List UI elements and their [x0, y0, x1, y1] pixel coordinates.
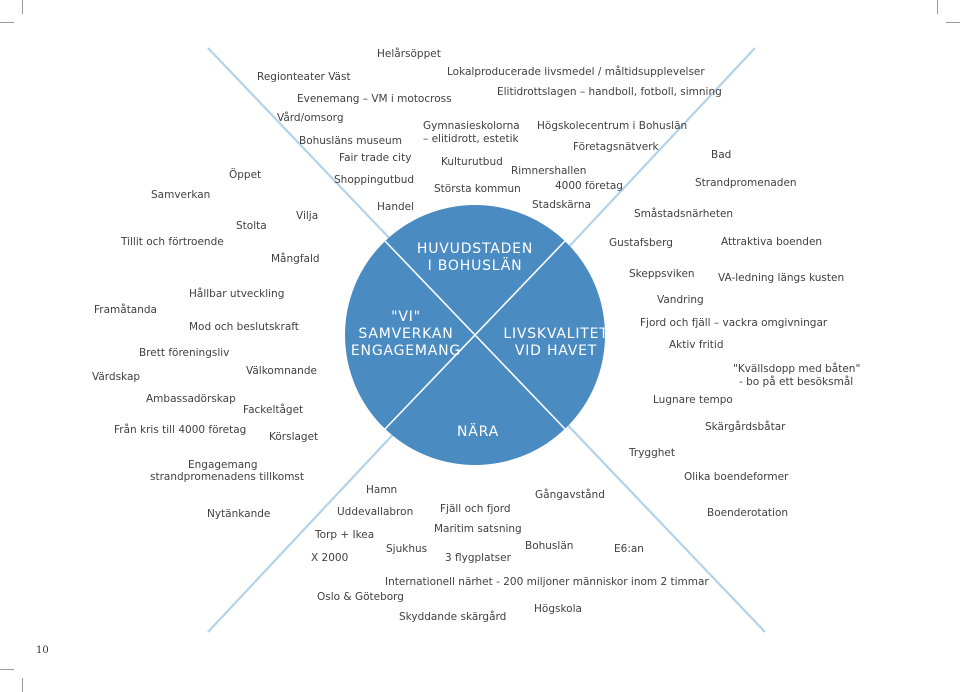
corner-mark-bl-v [22, 678, 23, 692]
diagram-word: Rimnershallen [511, 165, 587, 177]
center-left-line-1: "VI" [391, 309, 421, 325]
diagram-word: Boenderotation [707, 507, 789, 519]
diagram-word: X 2000 [311, 552, 349, 564]
center-top-line-1: HUVUDSTADEN [416, 241, 534, 257]
diagram-word: – elitidrott, estetik [423, 133, 519, 145]
page-number: 10 [36, 645, 49, 656]
diagram-word: Maritim satsning [434, 523, 522, 535]
diagram-word: Gångavstånd [535, 489, 605, 501]
diagram-word: Trygghet [629, 447, 675, 459]
diagram-word: Stadskärna [532, 199, 591, 211]
diagram-word: Regionteater Väst [257, 71, 351, 83]
center-right-line-1: LIVSKVALITET [503, 326, 609, 342]
center-bottom-line-1: NÄRA [457, 424, 499, 440]
center-label-bottom: NÄRA [438, 424, 518, 441]
diagram-word: Fackeltåget [243, 404, 304, 416]
diagram-word: Fjord och fjäll – vackra omgivningar [640, 317, 828, 329]
center-left-line-3: ENGAGEMANG [350, 342, 462, 359]
diagram-word: strandpromenadens tillkomst [150, 471, 305, 483]
diagram-word: Evenemang – VM i motocross [297, 93, 452, 105]
diagram-word: Skyddande skärgård [399, 611, 507, 623]
diagram-word: Hållbar utveckling [189, 288, 285, 300]
diagram-word: Skeppsviken [629, 268, 695, 280]
diagram-word: Olika boendeformer [684, 471, 789, 483]
corner-mark-tr-h [946, 22, 960, 23]
diagram-word: Engagemang [188, 459, 258, 471]
diagram-word: - bo på ett besöksmål [739, 376, 854, 388]
center-top-line-2: I BOHUSLÄN [427, 257, 523, 274]
diagram-word: Internationell närhet - 200 miljoner män… [385, 576, 709, 588]
diagram-word: Aktiv fritid [669, 339, 724, 351]
diagram-word: Handel [377, 201, 415, 213]
diagram-word: Nytänkande [207, 508, 271, 520]
diagram-word: Mångfald [271, 253, 320, 265]
diagram-word: "Kvällsdopp med båten" [733, 363, 861, 375]
diagram-word: Fjäll och fjord [440, 503, 511, 515]
circle-divider-ne-sw [384, 240, 566, 430]
diagram-word: Mod och beslutskraft [189, 321, 299, 333]
diagram-word: Välkomnande [246, 365, 317, 377]
diagram-word: Högskolecentrum i Bohuslän [537, 120, 688, 132]
diagram-word: Företagsnätverk [573, 141, 659, 153]
diagram-word: Lugnare tempo [653, 394, 733, 406]
diagram-word: Gustafsberg [609, 237, 673, 249]
center-label-left: "VI" SAMVERKAN ENGAGEMANG [345, 309, 467, 359]
diagram-word: Småstadsnärheten [634, 208, 734, 220]
diagram-word: Kulturutbud [441, 156, 503, 168]
diagram-word: 3 flygplatser [445, 552, 511, 564]
diagram-word: Samverkan [151, 189, 211, 201]
diagram-word: E6:an [614, 543, 644, 555]
diagram-word: Vandring [657, 294, 704, 306]
corner-mark-tr-v [937, 0, 938, 14]
diagram-word: Högskola [534, 603, 582, 615]
diagram-word: Stolta [236, 220, 267, 232]
diagram-word: Uddevallabron [337, 506, 414, 518]
center-label-top: HUVUDSTADEN I BOHUSLÄN [415, 241, 535, 275]
diagram-word: Helårsöppet [377, 48, 441, 60]
corner-mark-tl-v [22, 0, 23, 14]
diagram-word: Tillit och förtroende [121, 236, 224, 248]
diagram-word: Brett föreningsliv [139, 347, 230, 359]
diagram-word: Vilja [296, 210, 319, 222]
diagram-word: Sjukhus [386, 543, 428, 555]
corner-mark-bl-h [0, 669, 14, 670]
diagram-word: Bad [711, 149, 732, 161]
diagram-word: Lokalproducerade livsmedel / måltidsuppl… [447, 66, 705, 78]
diagram-word: Torp + Ikea [315, 529, 375, 541]
diagram-word: Största kommun [434, 183, 521, 195]
diagram-word: Öppet [229, 169, 262, 181]
diagram-word: VA-ledning längs kusten [718, 272, 845, 284]
diagram-word: Framåtanda [94, 304, 157, 316]
center-right-line-2: VID HAVET [514, 342, 598, 359]
diagram-word: 4000 företag [555, 180, 623, 192]
diagram-word: Körslaget [269, 431, 319, 443]
diagram-word: Ambassadörskap [146, 393, 236, 405]
diagram-word: Från kris till 4000 företag [114, 424, 247, 436]
center-label-right: LIVSKVALITET VID HAVET [500, 326, 612, 360]
diagram-word: Attraktiva boenden [721, 236, 823, 248]
diagram-word: Oslo & Göteborg [317, 591, 404, 603]
diagram-word: Vård/omsorg [277, 112, 344, 124]
diagram-word: Gymnasieskolorna [423, 120, 520, 132]
diagram-word: Strandpromenaden [695, 177, 797, 189]
diagram-word: Fair trade city [339, 152, 412, 164]
corner-mark-tl-h [0, 22, 14, 23]
diagram-word: Hamn [366, 484, 398, 496]
diagram-word: Shoppingutbud [334, 174, 415, 186]
center-left-line-2: SAMVERKAN [358, 325, 454, 342]
diagram-word: Skärgårdsbåtar [705, 421, 786, 433]
diagram-word: Bohusläns museum [299, 135, 402, 147]
diagram-word: Bohuslän [525, 540, 574, 552]
diagram-word: Värdskap [92, 371, 141, 383]
diagram-word: Elitidrottslagen – handboll, fotboll, si… [497, 86, 722, 98]
